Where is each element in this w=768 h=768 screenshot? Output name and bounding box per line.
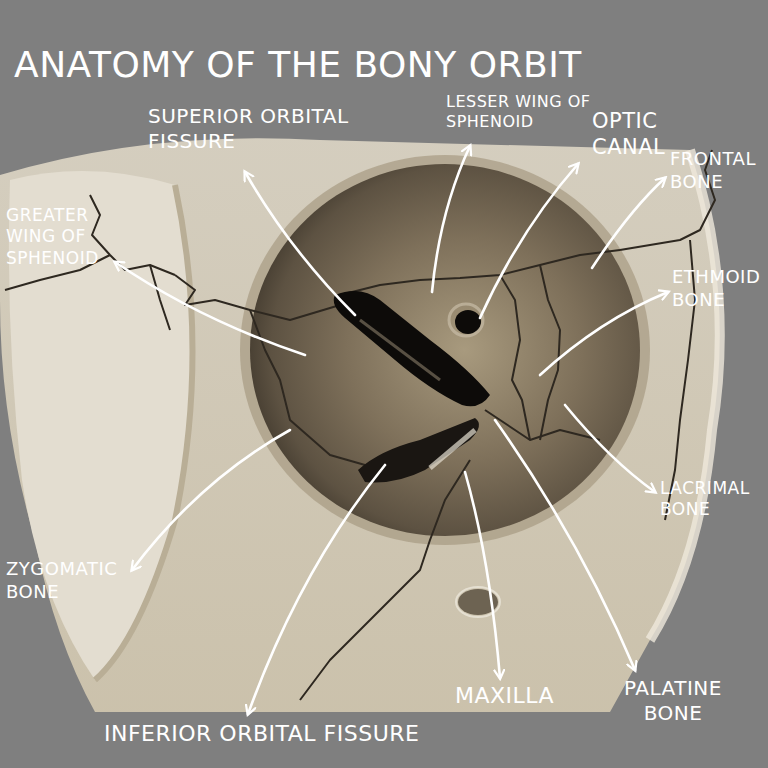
- leader-arrows: [115, 146, 668, 714]
- part-label: PALATINE BONE: [598, 676, 748, 726]
- diagram-title: ANATOMY OF THE BONY ORBIT: [14, 42, 754, 87]
- part-label: SUPERIOR ORBITAL FISSURE: [148, 104, 398, 154]
- part-label: MAXILLA: [455, 682, 585, 710]
- part-label: LESSER WING OF SPHENOID: [446, 92, 596, 132]
- part-label: FRONTAL BONE: [670, 148, 764, 193]
- part-label: LACRIMAL BONE: [660, 478, 764, 521]
- part-label: INFERIOR ORBITAL FISSURE: [104, 720, 504, 748]
- part-label: ZYGOMATIC BONE: [6, 558, 130, 603]
- part-label: GREATER WING OF SPHENOID: [6, 205, 116, 269]
- part-label: ETHMOID BONE: [672, 266, 764, 311]
